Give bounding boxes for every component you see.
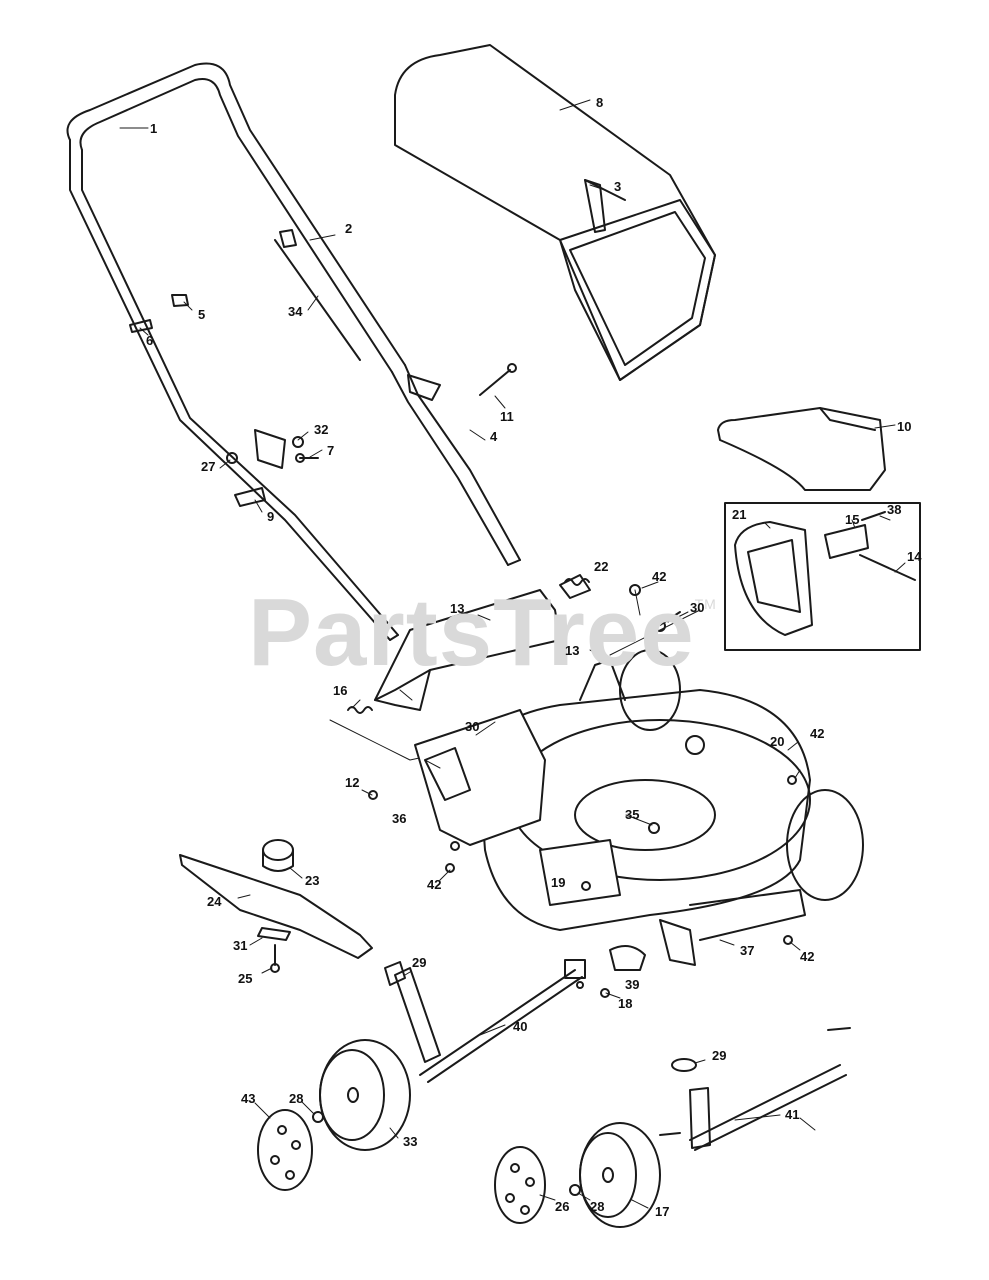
callout-28-rear: 28 [590,1199,605,1214]
callout-15: 15 [845,512,860,527]
height-adjuster [609,889,806,971]
leader-lines [119,99,906,1209]
hubcap-26 [494,1146,546,1224]
callout-33: 33 [403,1134,418,1149]
callout-17: 17 [655,1204,670,1219]
springs [347,578,590,714]
mower-deck [478,659,811,931]
pads [384,961,697,1072]
callout-19: 19 [551,875,566,890]
hubcap-43 [257,1109,313,1191]
lower-handle [391,364,521,566]
callout-13-rear-flap: 13 [450,601,465,616]
engine-bracket [414,709,546,846]
small-hardware [368,775,797,998]
callout-27: 27 [201,459,216,474]
callout-29-rear: 29 [712,1048,727,1063]
callout-26: 26 [555,1199,570,1214]
callout-23: 23 [305,873,320,888]
callout-31: 31 [233,938,248,953]
rear-axle [659,1027,851,1151]
control-cable [274,229,361,361]
callout-35: 35 [625,807,640,822]
callout-1: 1 [150,121,158,136]
front-axle [394,959,586,1083]
callout-43: 43 [241,1091,256,1106]
bolt-11 [479,363,517,396]
callout-30-lower: 30 [465,719,480,734]
upper-handle [66,62,406,641]
callout-16: 16 [333,683,348,698]
front-wheel [319,1039,411,1151]
callout-36: 36 [392,811,407,826]
callout-18: 18 [618,996,633,1011]
callout-42-deck-right: 42 [810,726,825,741]
grass-bag [394,44,716,381]
deck-wheels [619,649,864,901]
callout-41: 41 [785,1107,800,1122]
callout-29-front: 29 [412,955,427,970]
callout-14: 14 [907,549,922,564]
nut-28-rear [569,1184,581,1196]
nut-28-front [312,1111,324,1123]
callout-40: 40 [513,1019,528,1034]
callout-22: 22 [594,559,609,574]
callout-20: 20 [770,734,785,749]
callout-6: 6 [146,333,154,348]
callout-28-front: 28 [289,1091,304,1106]
callout-3: 3 [614,179,622,194]
blade [179,839,373,973]
callout-42-upper: 42 [652,569,667,584]
rear-flap [374,574,591,711]
callout-25: 25 [238,971,253,986]
callout-42-front-right: 42 [800,949,815,964]
callout-42-deck-left: 42 [427,877,442,892]
hardware-knobs [129,294,319,507]
callout-10: 10 [897,419,912,434]
callout-24: 24 [207,894,222,909]
callout-30-upper: 30 [690,600,705,615]
callout-11: 11 [500,409,514,424]
callout-34: 34 [288,304,303,319]
callout-7: 7 [327,443,335,458]
callout-4: 4 [490,429,498,444]
callout-13-hinge: 13 [565,643,580,658]
callout-32: 32 [314,422,329,437]
rear-wheel [579,1122,661,1228]
callout-38: 38 [887,502,902,517]
callout-39: 39 [625,977,640,992]
callout-21: 21 [732,507,747,522]
callout-2: 2 [345,221,353,236]
callout-9: 9 [267,509,275,524]
callout-5: 5 [198,307,206,322]
callout-12: 12 [345,775,360,790]
discharge-deflector [717,407,886,491]
callout-8: 8 [596,95,604,110]
inset-mulch-plug [724,502,921,651]
callout-37: 37 [740,943,755,958]
